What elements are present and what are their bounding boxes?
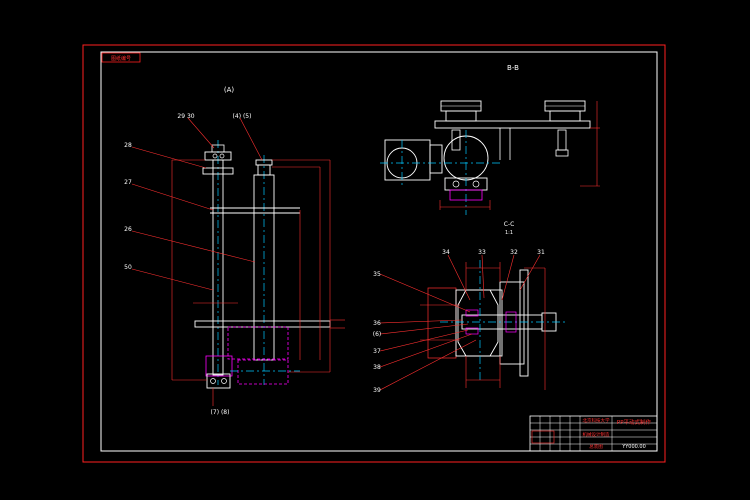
callout-label: 35 — [373, 271, 381, 278]
callout-label: 28 — [124, 142, 132, 149]
callout-label: 34 — [442, 249, 450, 256]
callout-label: 50 — [124, 264, 132, 271]
callout-label: 31 — [537, 249, 545, 256]
callout-label: 32 — [510, 249, 518, 256]
corner-tag-box — [101, 52, 141, 63]
view-b: B-B — [380, 64, 600, 215]
inner-frame — [100, 51, 658, 452]
outer-frame — [82, 44, 666, 463]
callout-label: 39 — [373, 387, 381, 394]
callout-label: 29 30 — [177, 113, 194, 120]
callout-label: (7) (8) — [211, 409, 230, 416]
title-block: 北京科技大学 PP平动式制作 机械设计制造 总装图 YY000.00 — [529, 415, 658, 452]
callout-label: 37 — [373, 348, 381, 355]
section-label: C-C — [504, 221, 515, 228]
title-label-a: 总装图 — [589, 443, 603, 450]
callout-label: 36 — [373, 320, 381, 327]
callout-label: 33 — [478, 249, 486, 256]
title-company: 北京科技大学 — [583, 417, 610, 424]
title-project: PP平动式制作 — [617, 418, 652, 426]
callout-label: 26 — [124, 226, 132, 233]
title-subtitle: 机械设计制造 — [583, 431, 610, 438]
title-drawing-no: YY000.00 — [621, 444, 646, 450]
section-scale: 1:1 — [505, 230, 513, 236]
callout-label: (4) (5) — [233, 113, 252, 120]
section-c: C-C 1:1 — [373, 221, 565, 394]
view-a-label: (A) — [224, 86, 235, 94]
callout-label: 27 — [124, 179, 132, 186]
corner-tag: 图纸编号 — [111, 55, 131, 62]
view-a: (A) — [124, 86, 345, 416]
callout-label: (6) — [373, 331, 382, 338]
view-b-label: B-B — [507, 64, 519, 72]
callout-label: 38 — [373, 364, 381, 371]
